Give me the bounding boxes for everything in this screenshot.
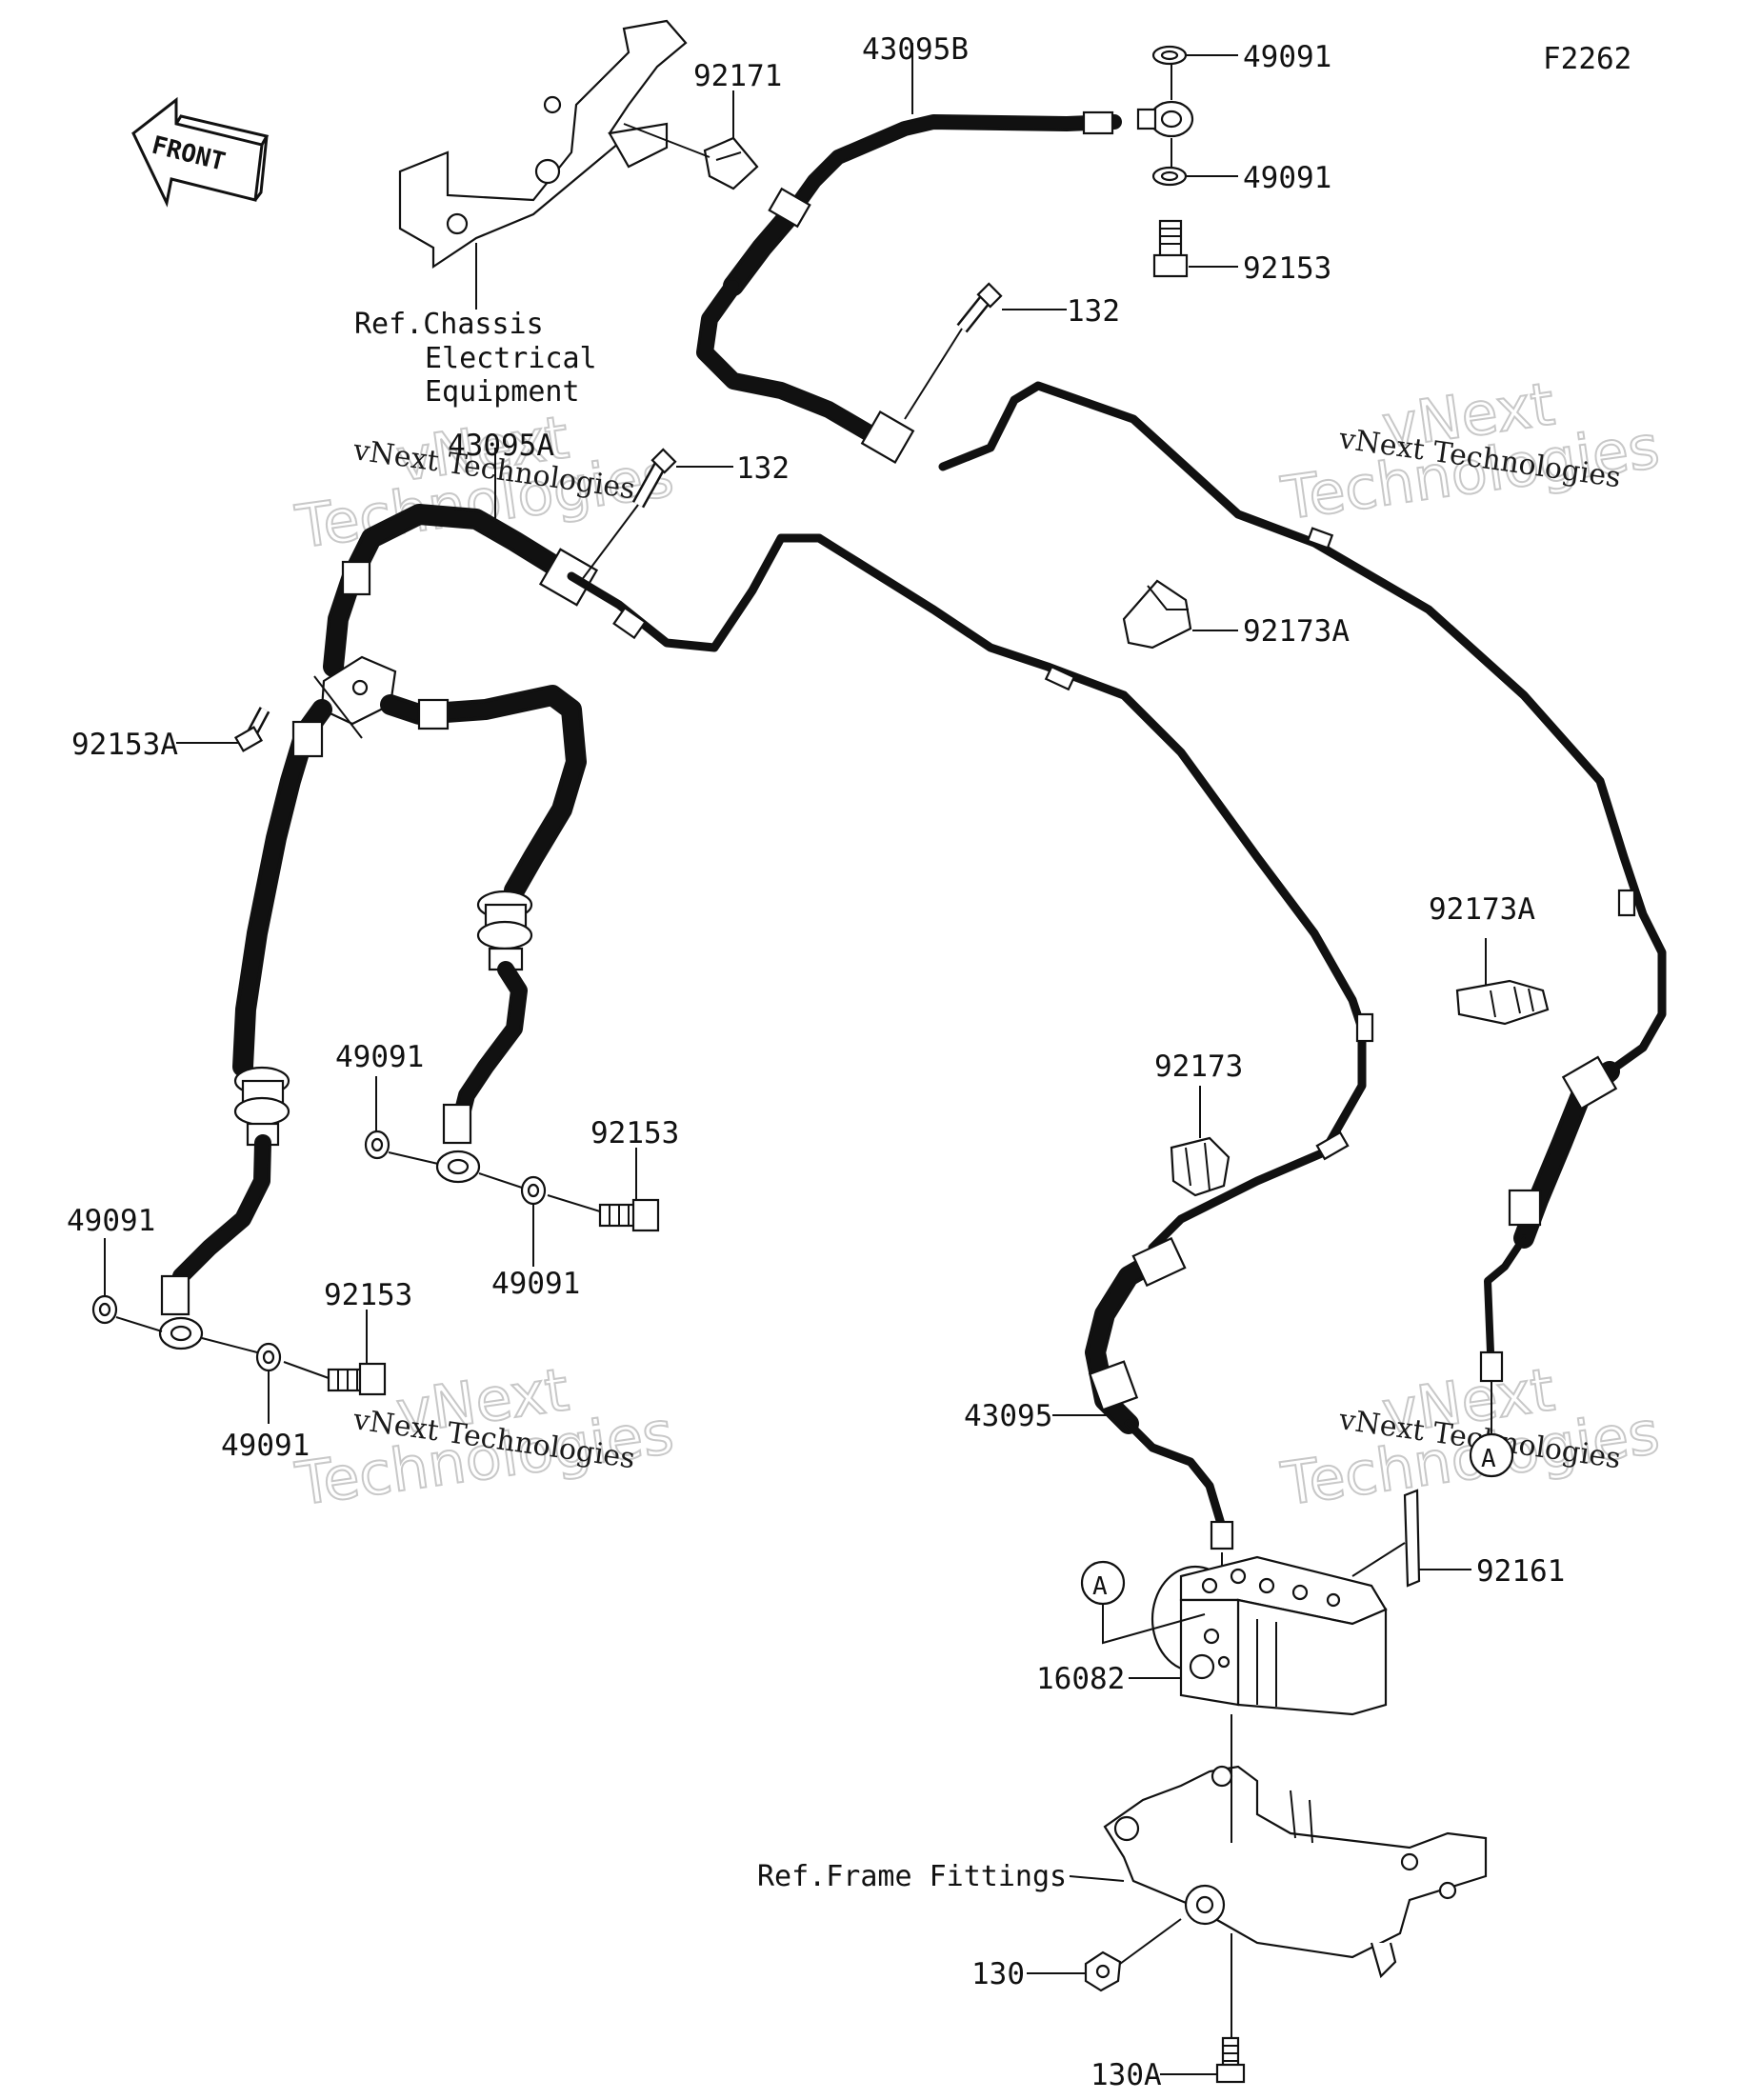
callout-92171: 92171 (693, 59, 782, 93)
banjo-fitting-top (1136, 100, 1194, 138)
callout-49091-top1: 49091 (1243, 40, 1331, 74)
callout-92153A: 92153A (71, 728, 178, 762)
chassis-ref-line3: Equipment (425, 375, 580, 409)
grommet-left (233, 1066, 290, 1147)
figure-code: F2262 (1543, 42, 1631, 76)
hose-43095 (1085, 1236, 1234, 1550)
callout-130: 130 (971, 1957, 1025, 1991)
frame-ref: Ref.Frame Fittings (757, 1860, 1067, 1893)
bolt-92153-left (327, 1362, 387, 1396)
clamp-92173 (1170, 1136, 1231, 1197)
watermark-group-top-left: vNext Technologies vNext Technologies (290, 401, 679, 563)
bolt-132-mid (580, 448, 677, 582)
callout-92153-mid: 92153 (590, 1116, 679, 1150)
hose-split-left (232, 699, 332, 1077)
banjo-fitting-mid (435, 1103, 481, 1184)
reference-marker-A-right: A (1469, 1432, 1514, 1478)
clamp-92173A-1 (1122, 579, 1192, 650)
callout-92153-top: 92153 (1243, 251, 1331, 286)
bolt-92153A (233, 707, 270, 752)
callout-132-mid: 132 (736, 451, 790, 486)
clamp-92173A-2 (1455, 979, 1550, 1026)
abs-unit-16082 (1151, 1555, 1388, 1716)
marker-A-right-label: A (1481, 1445, 1496, 1473)
callout-49091-left2: 49091 (221, 1429, 310, 1463)
nut-130 (1084, 1950, 1122, 1992)
callout-43095A: 43095A (448, 429, 554, 463)
callout-43095B: 43095B (862, 32, 969, 67)
bolt-92153-mid (598, 1198, 660, 1232)
watermark-group-top-right: vNext Technologies vNext Technologies (1276, 368, 1665, 534)
marker-A-left-label: A (1092, 1572, 1108, 1601)
callout-92153-left: 92153 (324, 1278, 412, 1312)
frame-bracket (1103, 1765, 1488, 1979)
bolt-132-top (904, 282, 1003, 420)
callout-49091-mid: 49091 (335, 1040, 424, 1074)
banjo-fitting-left (158, 1274, 204, 1350)
grommet-mid (476, 890, 533, 971)
callout-92161: 92161 (1476, 1554, 1565, 1589)
callout-132-top: 132 (1067, 294, 1120, 329)
callout-49091-top2: 49091 (1243, 161, 1331, 195)
bolt-130A (1215, 2036, 1246, 2084)
clamp-92171 (703, 136, 759, 190)
bolt-92153-top (1152, 219, 1189, 278)
callout-16082: 16082 (1036, 1662, 1125, 1696)
callout-92173: 92173 (1154, 1050, 1243, 1084)
callout-130A: 130A (1091, 2058, 1162, 2092)
hose-43095B (696, 110, 1122, 464)
chassis-ref-line1: Ref.Chassis (354, 308, 544, 341)
callout-49091-left: 49091 (67, 1204, 155, 1238)
hose-right-to-abs (1479, 1055, 1620, 1443)
callout-43095: 43095 (964, 1399, 1052, 1433)
reference-marker-A-left: A (1080, 1560, 1126, 1606)
callout-49091-mid2: 49091 (491, 1267, 580, 1301)
front-arrow-icon: FRONT (131, 96, 270, 208)
chassis-ref-line2: Electrical (425, 342, 597, 375)
callout-92173A-1: 92173A (1243, 614, 1350, 649)
chassis-bracket (398, 19, 688, 270)
bracket-92161 (1403, 1489, 1421, 1588)
brake-pipe-right (938, 381, 1667, 1076)
watermark-group-bottom-right: vNext Technologies vNext Technologies (1276, 1353, 1665, 1520)
callout-92173A-2: 92173A (1429, 892, 1535, 927)
